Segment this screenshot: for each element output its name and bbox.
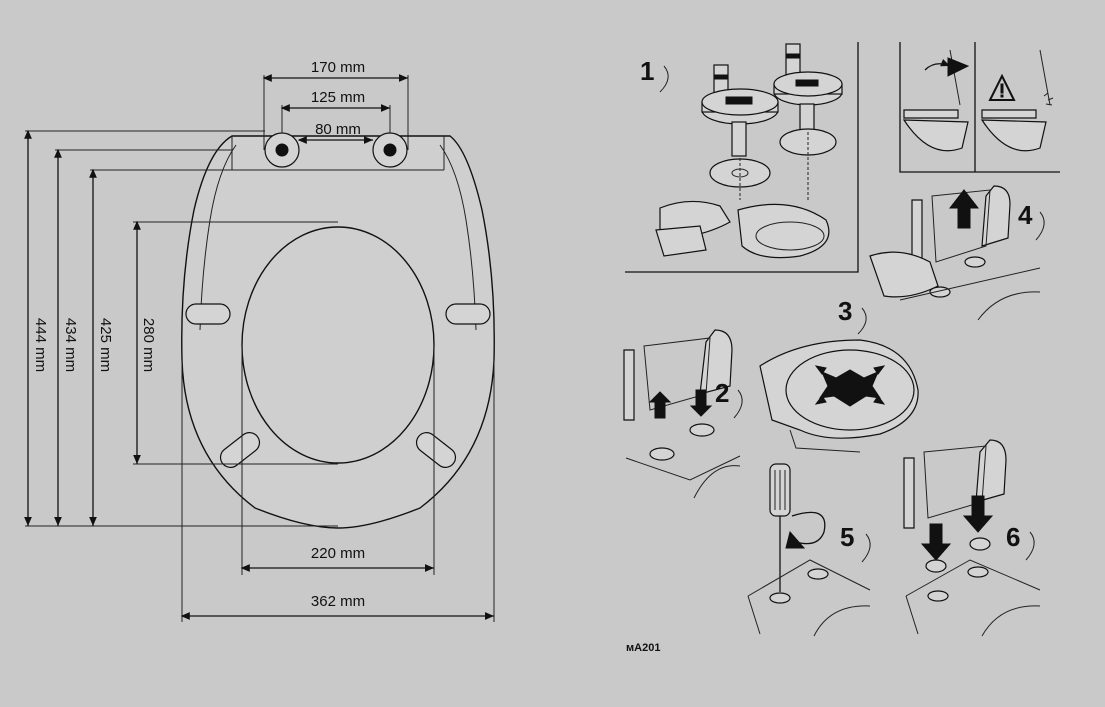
dim-220: 220 mm xyxy=(311,545,365,562)
installation-steps: 1 xyxy=(623,42,1060,654)
dim-434: 434 mm xyxy=(62,318,79,372)
cross-arrows-icon xyxy=(814,365,886,407)
step-number-2: 2 xyxy=(715,378,729,408)
step-number-6: 6 xyxy=(1006,522,1020,552)
seat-opening xyxy=(241,226,435,464)
document-code: мA201 xyxy=(626,642,660,654)
step-3-panel: 3 xyxy=(759,296,919,453)
dim-444: 444 mm xyxy=(32,318,49,372)
dim-170: 170 mm xyxy=(311,59,365,76)
bumper-right-bottom xyxy=(415,432,457,468)
dim-80: 80 mm xyxy=(315,121,361,138)
bumper-right-top xyxy=(445,303,491,325)
step-number-3: 3 xyxy=(838,296,852,326)
step-number-4: 4 xyxy=(1018,200,1033,230)
dim-425: 425 mm xyxy=(97,318,114,372)
dim-125: 125 mm xyxy=(311,89,365,106)
dim-362: 362 mm xyxy=(311,593,365,610)
step-5-panel: 5 xyxy=(747,463,871,637)
step-6-panel: 6 xyxy=(903,439,1041,637)
bumper-left-top xyxy=(185,303,231,325)
seat-dimension-drawing: 170 mm 125 mm 80 mm 444 mm 434 mm 425 mm… xyxy=(24,59,495,622)
step-number-1: 1 xyxy=(640,56,654,86)
warning-panel xyxy=(899,42,1060,173)
step-2-panel: 2 xyxy=(623,329,743,499)
screwdriver-icon xyxy=(769,463,791,592)
step-1-panel: 1 xyxy=(625,42,859,273)
warning-icon xyxy=(988,73,1016,101)
step-number-5: 5 xyxy=(840,522,854,552)
step-4-panel: 4 xyxy=(869,185,1045,321)
dim-280: 280 mm xyxy=(140,318,157,372)
